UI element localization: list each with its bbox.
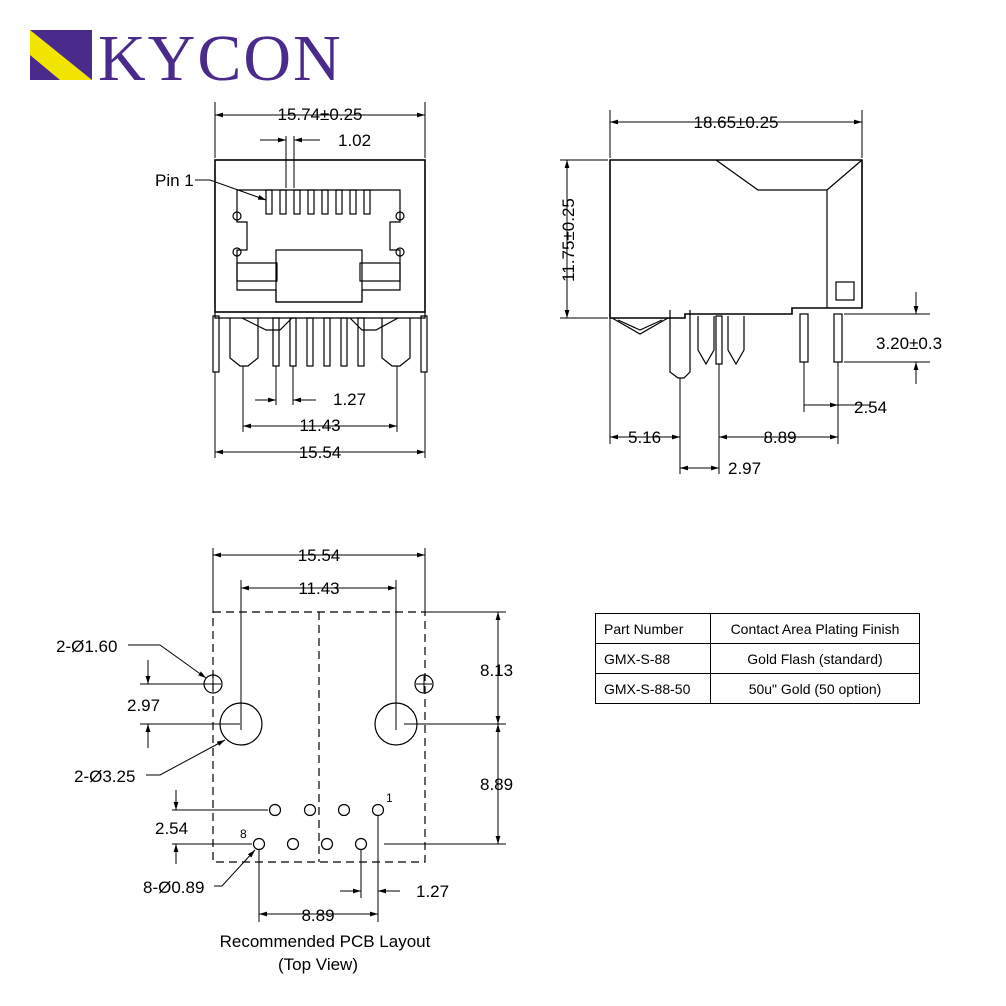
side-depth-label: 18.65±0.25 — [694, 113, 779, 132]
pin1-label: Pin 1 — [155, 171, 194, 190]
table-cell-part: GMX-S-88-50 — [595, 673, 711, 704]
pcb-caption-line1: Recommended PCB Layout — [220, 932, 431, 951]
pin-8-label: 8 — [240, 827, 247, 841]
pcb-right-lower-label: 8.89 — [480, 775, 513, 794]
front-port-opening — [236, 189, 401, 303]
front-leads — [272, 317, 365, 367]
front-lead-span-label: 11.43 — [299, 416, 340, 435]
front-contacts — [265, 189, 371, 215]
side-post-to-lead-label: 2.97 — [728, 459, 761, 478]
table-header-row: Part Number Contact Area Plating Finish — [595, 613, 920, 644]
side-body — [609, 159, 863, 319]
pcb-layout-view: 8 1 15.54 11.43 2-Ø1.60 2.97 2-Ø3.25 2.5… — [56, 546, 513, 974]
table-row: GMX-S-88 Gold Flash (standard) — [595, 643, 920, 674]
header-part-number: Part Number — [595, 613, 711, 644]
pcb-right-upper-label: 8.13 — [480, 661, 513, 680]
front-body — [214, 159, 426, 313]
front-lead-pitch-label: 1.27 — [333, 390, 366, 409]
side-post-offset-label: 5.16 — [628, 428, 661, 447]
table-cell-finish: Gold Flash (standard) — [710, 643, 920, 674]
side-lead-length-label: 3.20±0.3 — [876, 334, 942, 353]
front-pitch-label: 1.02 — [338, 131, 371, 150]
pcb-width-label: 15.54 — [298, 546, 341, 565]
table-cell-part: GMX-S-88 — [595, 643, 711, 674]
kycon-logo: KYCON — [30, 22, 343, 95]
pcb-row-spacing-label: 2.54 — [155, 819, 188, 838]
pcb-small-hole-right — [414, 674, 434, 694]
logo-brand-text: KYCON — [98, 22, 343, 95]
table-cell-finish: 50u" Gold (50 option) — [710, 673, 920, 704]
pcb-pin-holes — [252, 803, 385, 851]
pin-1-label: 1 — [386, 791, 393, 805]
front-width-bottom-label: 15.54 — [299, 443, 342, 462]
plating-spec-table: Part Number Contact Area Plating Finish … — [595, 613, 920, 704]
side-row-spacing-label: 2.54 — [854, 398, 887, 417]
pcb-pin-hole-label: 8-Ø0.89 — [143, 878, 204, 897]
front-latch-window — [275, 249, 363, 303]
pcb-pin-span-label: 8.89 — [301, 906, 334, 925]
pcb-hole-offset-label: 2.97 — [127, 696, 160, 715]
front-width-top-label: 15.74±0.25 — [278, 105, 363, 124]
pcb-large-hole-label: 2-Ø3.25 — [74, 767, 135, 786]
pcb-post-span-label: 11.43 — [298, 579, 339, 598]
side-view: 18.65±0.25 11.75±0.25 3.20±0.3 2.54 5.16… — [559, 110, 942, 478]
table-row: GMX-S-88-50 50u" Gold (50 option) — [595, 673, 920, 704]
pcb-small-hole-label: 2-Ø1.60 — [56, 637, 117, 656]
logo-purple-lower — [30, 55, 60, 80]
front-view: 15.74±0.25 1.02 Pin 1 1.27 11.43 15.54 — [155, 102, 428, 462]
pcb-caption-line2: (Top View) — [278, 955, 358, 974]
logo-purple-shape — [30, 30, 92, 80]
side-height-label: 11.75±0.25 — [559, 198, 578, 282]
header-plating-finish: Contact Area Plating Finish — [710, 613, 920, 644]
side-lead-offset-label: 8.89 — [763, 428, 796, 447]
pcb-pin-pitch-label: 1.27 — [416, 882, 449, 901]
